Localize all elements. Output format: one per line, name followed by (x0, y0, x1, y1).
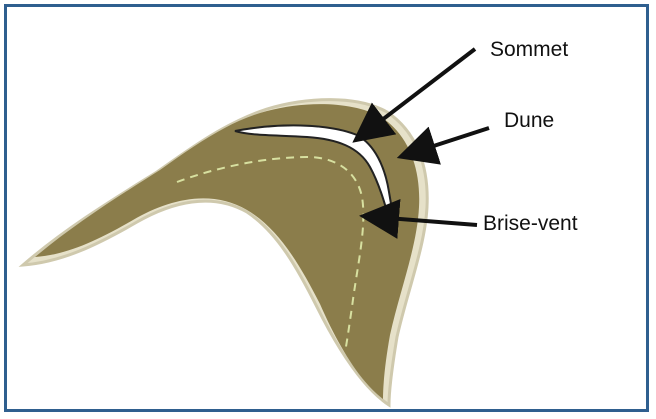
dune-diagram (7, 7, 647, 410)
diagram-frame: Sommet Dune Brise-vent (4, 4, 649, 412)
dune-arrow (412, 128, 489, 153)
crest-label: Sommet (490, 39, 568, 60)
windbreak-label: Brise-vent (483, 213, 578, 234)
crest-arrow (365, 49, 475, 133)
dune-label: Dune (504, 110, 554, 131)
